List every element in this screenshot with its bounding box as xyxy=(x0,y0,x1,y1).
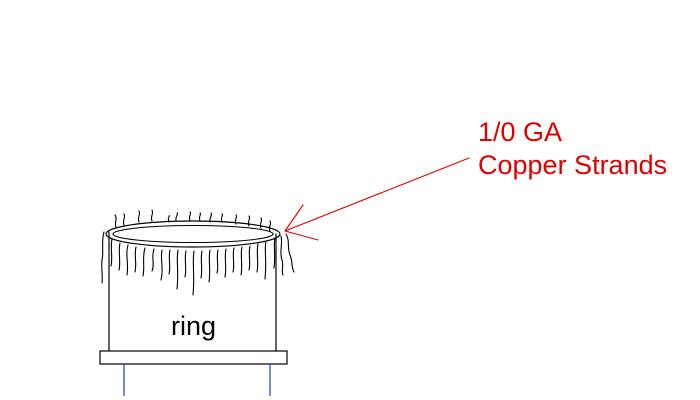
strand xyxy=(150,209,154,222)
ring-label: ring xyxy=(171,311,217,341)
strand xyxy=(247,215,251,227)
strand xyxy=(142,247,146,277)
strand xyxy=(200,250,203,279)
strand xyxy=(175,212,179,222)
strand xyxy=(151,248,155,272)
callout-arrowhead xyxy=(284,204,319,241)
strand xyxy=(137,210,141,223)
strand xyxy=(101,231,105,284)
strand xyxy=(285,233,295,273)
ring-top-edge xyxy=(105,220,281,248)
callout-arrow xyxy=(284,157,470,241)
strand xyxy=(268,220,272,232)
strand xyxy=(224,248,227,278)
callout-label-material: Copper Strands xyxy=(478,150,668,180)
strand xyxy=(240,246,243,276)
strand xyxy=(188,211,192,222)
ring-base xyxy=(99,350,288,365)
strand xyxy=(114,214,117,228)
strand xyxy=(234,214,238,225)
strand xyxy=(248,245,251,271)
ring-cylinder xyxy=(108,231,277,352)
strand xyxy=(256,243,259,273)
callout-label-gauge: 1/0 GA xyxy=(478,117,563,147)
strand xyxy=(110,238,113,267)
strand xyxy=(168,249,171,275)
strand xyxy=(216,249,219,274)
strand xyxy=(209,212,213,223)
strand xyxy=(280,235,284,276)
strand xyxy=(167,215,171,223)
copper-strands xyxy=(101,209,295,296)
strand xyxy=(208,249,211,283)
base-legs xyxy=(123,364,271,396)
strand xyxy=(264,240,267,280)
strand xyxy=(118,242,121,271)
strand xyxy=(273,237,276,269)
strand xyxy=(259,217,263,229)
strand xyxy=(184,250,187,278)
strand xyxy=(160,249,163,281)
strand xyxy=(122,213,126,226)
base-plate xyxy=(99,350,288,365)
strand xyxy=(176,249,179,290)
strand xyxy=(220,213,224,223)
callout-arrow-shaft xyxy=(284,157,470,232)
ring-top-outer-ellipse xyxy=(105,220,281,248)
ring-top-inner-ellipse xyxy=(112,224,274,244)
strand xyxy=(192,250,195,296)
strand xyxy=(126,244,129,276)
strand xyxy=(134,246,137,273)
strand xyxy=(198,212,202,222)
strand xyxy=(232,247,235,273)
